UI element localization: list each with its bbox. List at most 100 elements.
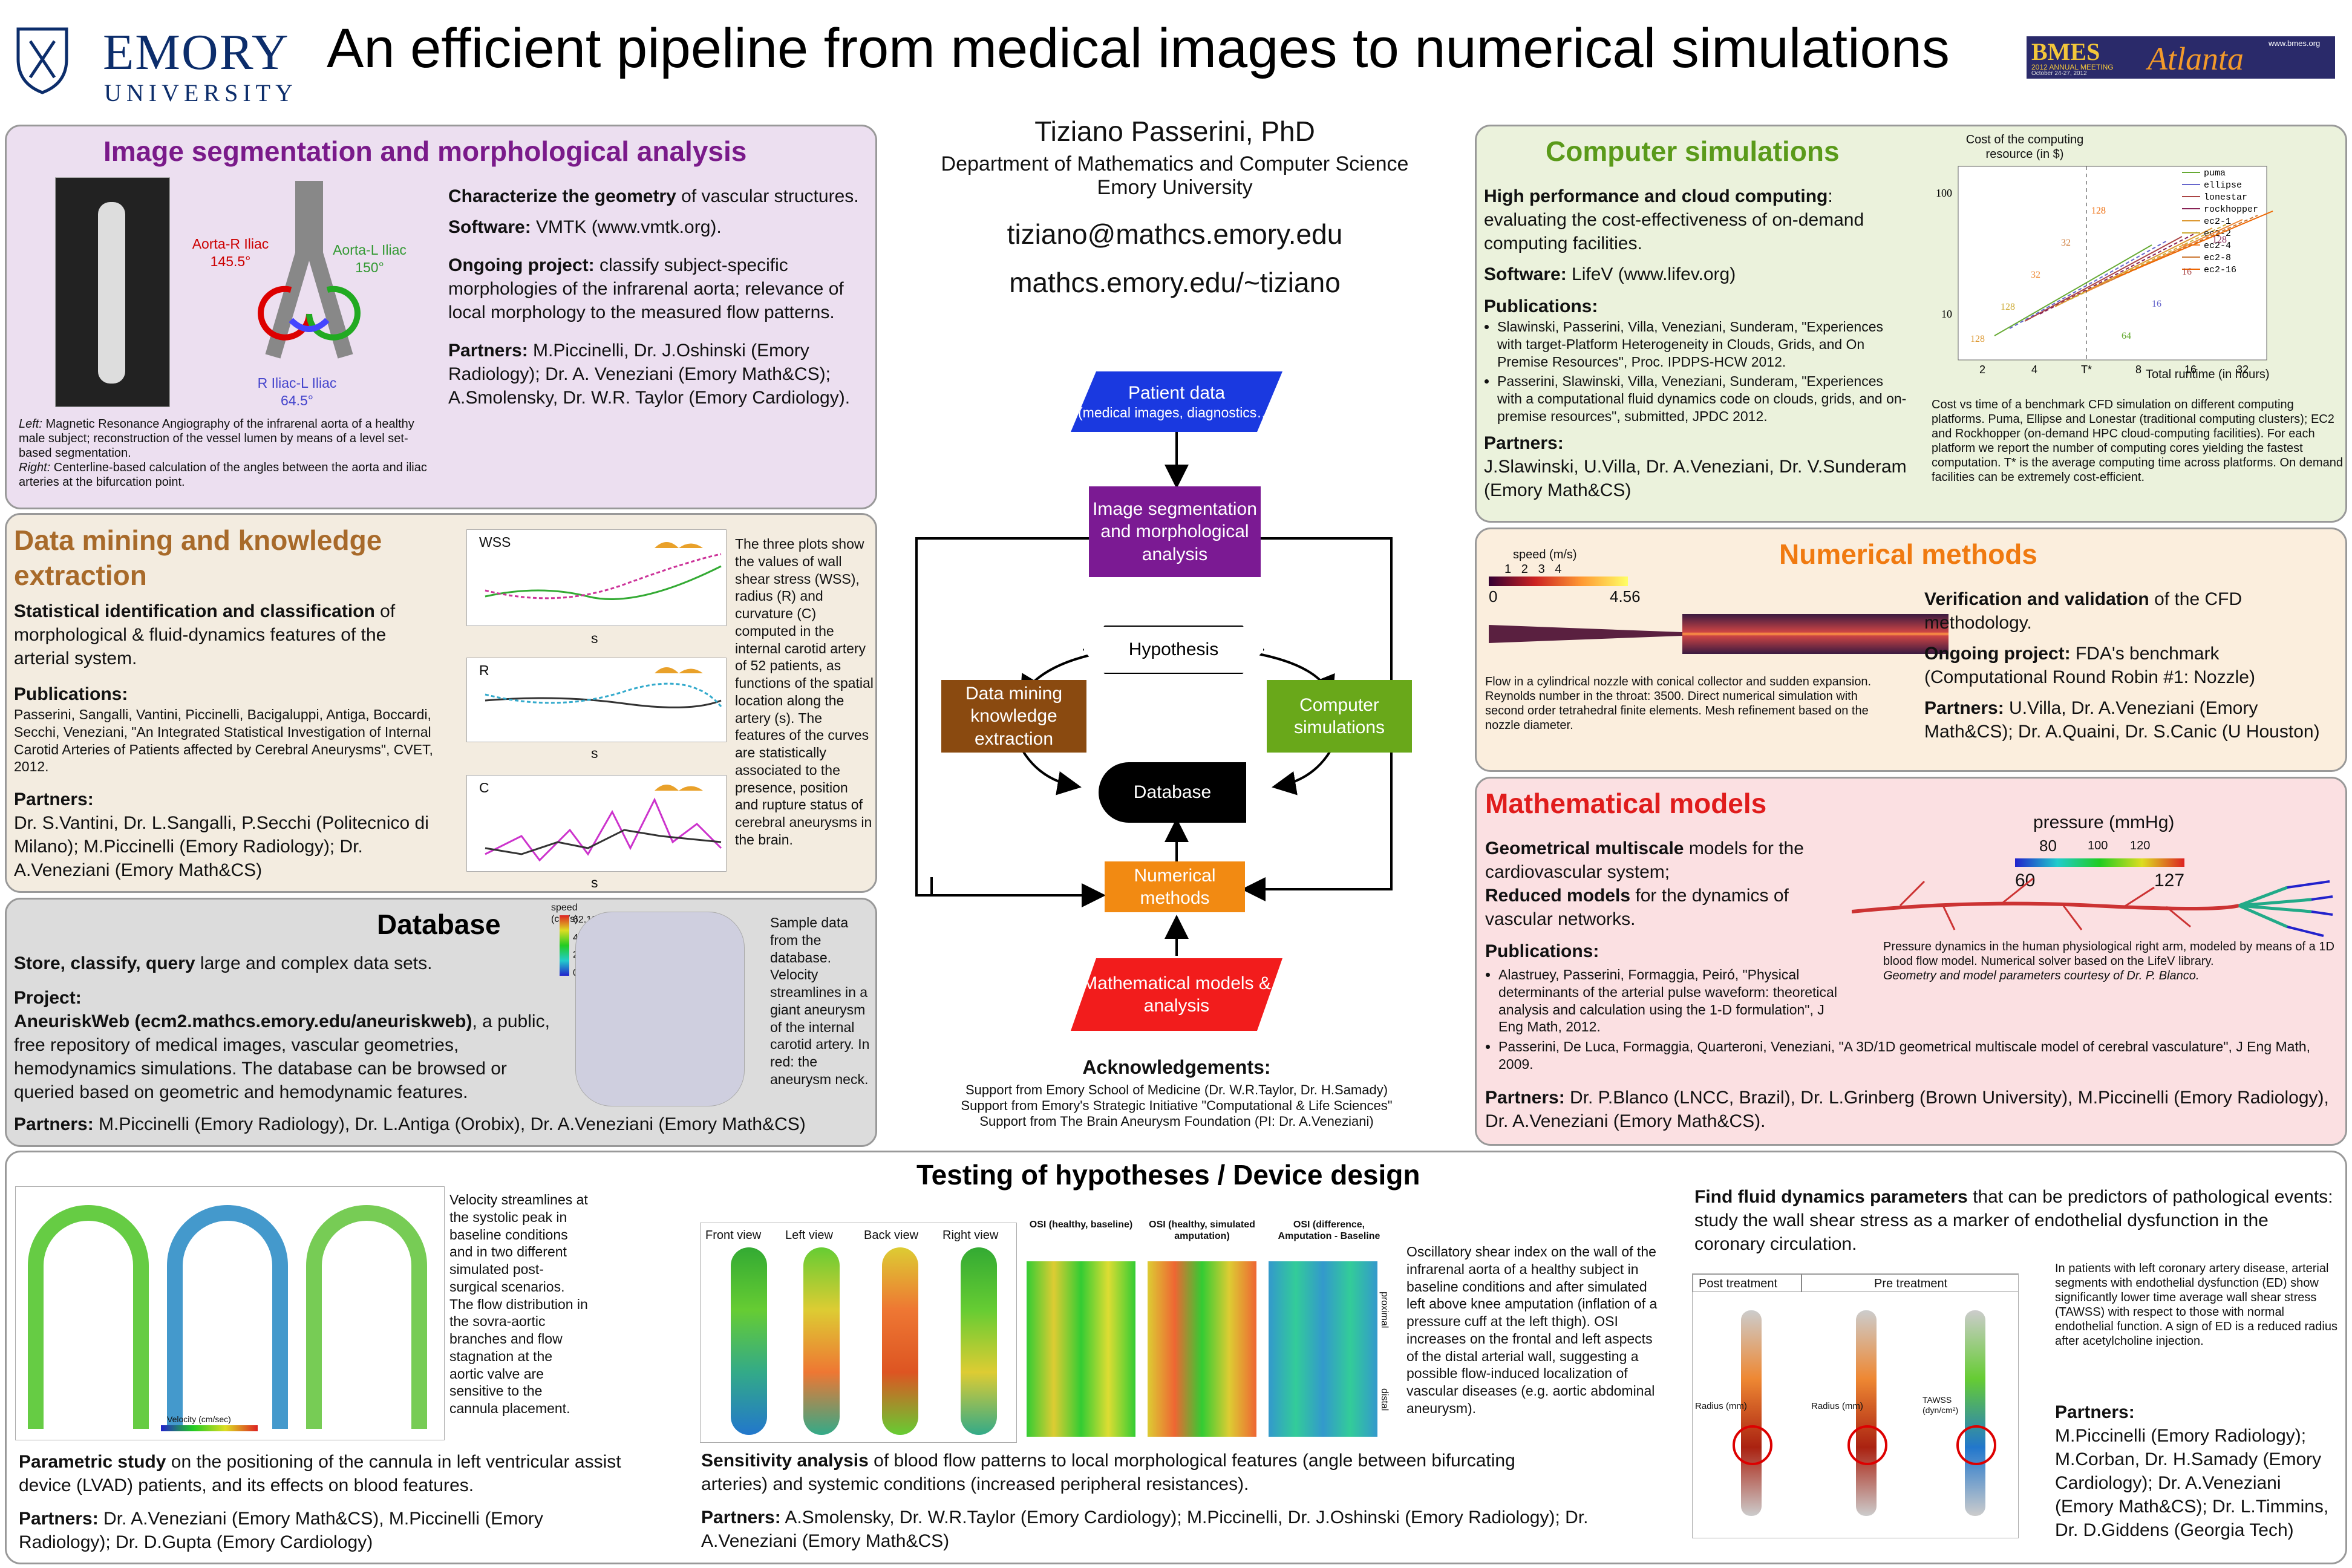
y-tick-label: 10 — [1941, 308, 1952, 320]
mra-image — [55, 177, 170, 407]
arm-caption: Pressure dynamics in the human physiolog… — [1883, 940, 2334, 982]
mathematical-models-title: Mathematical models — [1485, 788, 1767, 819]
point-label: 16 — [2182, 267, 2192, 277]
database-side-text: Sample data from the database. Velocity … — [770, 915, 870, 1087]
database-title: Database — [377, 909, 501, 940]
numerical-methods-panel: Numerical methods speed (m/s) 1 2 3 4 0 … — [1475, 528, 2347, 772]
numerical-methods-title: Numerical methods — [1779, 538, 2037, 570]
testing-panel: Testing of hypotheses / Device design Ve… — [5, 1151, 2347, 1564]
osi-aorta-views: Front view Left view Back view Right vie… — [700, 1223, 1017, 1443]
radius-plot: R — [466, 658, 727, 742]
coronary-text: Find fluid dynamics parameters that can … — [1694, 1187, 2333, 1254]
x-tick-label: 16 — [2184, 364, 2197, 376]
emory-logo: EMORY UNIVERSITY — [12, 18, 293, 106]
x-tick-label: 8 — [2135, 364, 2141, 376]
point-label: 128 — [1970, 334, 1985, 344]
lvad-side-text: Velocity streamlines at the systolic pea… — [449, 1192, 588, 1416]
computer-simulations-text: High performance and cloud computing: ev… — [1484, 185, 1907, 502]
x-tick-label: 32 — [2236, 364, 2249, 376]
series-line-lonestar — [2024, 236, 2183, 322]
flow-data-mining: Data mining knowledge extraction — [941, 680, 1086, 753]
author-dept: Department of Mathematics and Computer S… — [941, 152, 1409, 175]
bifurcation-angles-figure — [258, 181, 361, 359]
cost-chart-caption: Cost vs time of a benchmark CFD simulati… — [1932, 398, 2343, 484]
point-label: 128 — [2091, 206, 2106, 216]
series-line-ec2-2 — [2069, 223, 2228, 300]
osi-maps: OSI (healthy, baseline) OSI (healthy, si… — [1021, 1219, 1414, 1443]
point-label: 32 — [2031, 270, 2040, 280]
flow-patient-data: Patient data(medical images, diagnostics… — [1071, 371, 1282, 432]
flow-mathematical-models: Mathematical models & analysis — [1071, 958, 1282, 1031]
author-block: Tiziano Passerini, PhD Department of Mat… — [884, 115, 1465, 299]
testing-title: Testing of hypotheses / Device design — [916, 1159, 1420, 1191]
flow-computer-simulations: Computer simulations — [1267, 680, 1412, 753]
sensitivity-text: Sensitivity analysis of blood flow patte… — [701, 1451, 1589, 1551]
emory-sub: UNIVERSITY — [104, 79, 298, 106]
emory-name: EMORY — [103, 24, 290, 80]
author-univ: Emory University — [1097, 176, 1253, 199]
series-line-puma — [1994, 244, 2152, 336]
osi-side-text: Oscillatory shear index on the wall of t… — [1406, 1244, 1658, 1416]
legend-label: ec2-1 — [2204, 217, 2231, 227]
acknowledgements: Acknowledgements: Support from Emory Sch… — [961, 1056, 1393, 1129]
author-email[interactable]: tiziano@mathcs.emory.edu — [1007, 218, 1343, 250]
segmentation-caption: Left: Magnetic Resonance Angiography of … — [19, 417, 427, 489]
point-label: 32 — [2061, 238, 2071, 248]
mathematical-models-text: Geometrical multiscale models for the ca… — [1485, 838, 1804, 961]
computer-simulations-panel: Computer simulations High performance an… — [1475, 125, 2347, 523]
mathematical-models-publications: Alastruey, Passerini, Formaggia, Peiró, … — [1485, 966, 2332, 1076]
arm-network-figure — [1852, 877, 2333, 937]
lvad-text: Parametric study on the positioning of t… — [19, 1452, 621, 1552]
x-tick-label: 2 — [1979, 364, 1985, 376]
lvad-streamlines-images: Velocity (cm/sec) — [15, 1186, 445, 1440]
data-mining-panel: Data mining and knowledge extraction Sta… — [5, 513, 877, 893]
database-panel: Database Store, classify, query large an… — [5, 898, 877, 1147]
legend-label: ec2-8 — [2204, 253, 2231, 263]
data-mining-text: Statistical identification and classific… — [14, 601, 433, 880]
x-tick-label: T* — [2081, 364, 2092, 376]
nozzle-flow-image — [1489, 614, 1949, 656]
segmentation-text: Characterize the geometry of vascular st… — [448, 186, 859, 408]
flow-hypothesis: Hypothesis — [1083, 626, 1264, 674]
y-tick-label: 100 — [1936, 187, 1952, 199]
point-label: 128 — [2001, 302, 2015, 312]
legend-label: lonestar — [2204, 192, 2247, 203]
data-mining-title: Data mining and knowledge extraction — [14, 524, 382, 591]
database-partners: Partners: M.Piccinelli (Emory Radiology)… — [14, 1114, 806, 1134]
wss-plot: WSS — [466, 529, 727, 626]
coronary-side-text: In patients with left coronary artery di… — [2055, 1262, 2337, 1348]
database-text: Store, classify, query large and complex… — [14, 953, 550, 1102]
poster-title: An efficient pipeline from medical image… — [327, 18, 1950, 79]
point-label: 64 — [2122, 331, 2131, 341]
flow-image-segmentation: Image segmentation and morphological ana… — [1089, 486, 1261, 577]
flow-numerical-methods: Numerical methods — [1105, 861, 1245, 912]
legend-label: ec2-16 — [2204, 265, 2236, 275]
coronary-figure: Post treatment Pre treatment Radius (mm)… — [1692, 1273, 2019, 1538]
mathematical-models-panel: Mathematical models Geometrical multisca… — [1475, 777, 2347, 1146]
x-tick-label: 4 — [2031, 364, 2037, 376]
mathematical-models-partners: Partners: Dr. P.Blanco (LNCC, Brazil), D… — [1485, 1088, 2329, 1131]
nozzle-caption: Flow in a cylindrical nozzle with conica… — [1485, 675, 1872, 732]
curvature-plot: C — [466, 775, 727, 872]
legend-label: puma — [2204, 168, 2226, 178]
pressure-legend: pressure (mmHg) 80 100 120 60 127 — [2015, 812, 2185, 890]
author-website[interactable]: mathcs.emory.edu/~tiziano — [1009, 267, 1341, 298]
legend-label: ellipse — [2204, 180, 2242, 191]
data-mining-side-text: The three plots show the values of wall … — [735, 536, 874, 848]
emory-shield-icon — [16, 27, 68, 94]
legend-label: rockhopper — [2204, 204, 2258, 215]
aneurysm-streamlines-image — [575, 912, 745, 1106]
point-label: 128 — [2212, 235, 2227, 245]
numerical-methods-text: Verification and validation of the CFD m… — [1924, 589, 2320, 742]
legend-label: ec2-4 — [2204, 241, 2231, 251]
coronary-partners: Partners: M.Piccinelli (Emory Radiology)… — [2055, 1402, 2329, 1540]
segmentation-panel: Image segmentation and morphological ana… — [5, 125, 877, 509]
nozzle-legend: speed (m/s) 1 2 3 4 0 4.56 — [1489, 548, 1641, 606]
point-label: 16 — [2152, 299, 2161, 309]
series-line-ec2-16 — [2115, 211, 2273, 278]
bmes-logo: BMES 2012 ANNUAL MEETING Atlanta www.bme… — [2027, 36, 2335, 79]
